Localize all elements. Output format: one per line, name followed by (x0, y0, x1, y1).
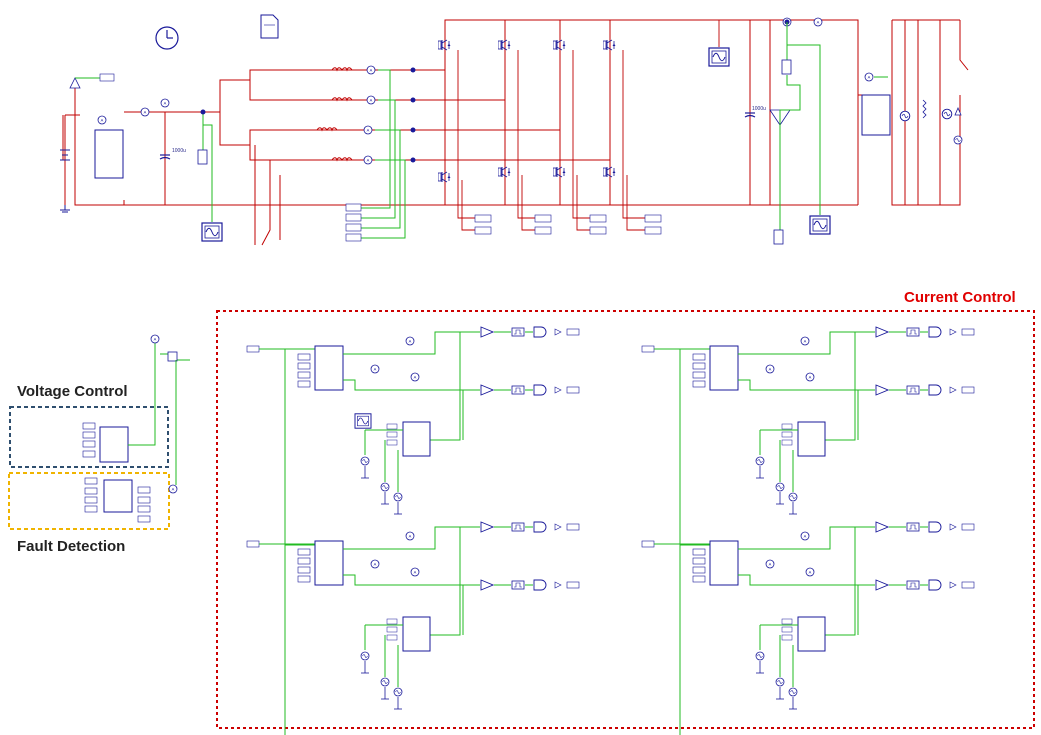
sine-source-icon (775, 482, 785, 492)
ammeter-icon (864, 72, 874, 82)
file-icon (260, 14, 279, 39)
sine-source-icon (380, 482, 390, 492)
scope-icon (809, 215, 831, 235)
current-controllers (246, 326, 975, 735)
fault-detection-panel (8, 472, 178, 530)
voltmeter-icon (410, 567, 420, 577)
voltmeter-icon (370, 364, 380, 374)
pi-controller-icon (511, 522, 525, 532)
signal-labels-left (345, 203, 362, 242)
comparator-icon (480, 384, 494, 396)
input-voltmeter (69, 73, 115, 89)
comparator-icon (480, 579, 494, 591)
comparator-icon (875, 521, 889, 533)
voltmeter-icon (813, 17, 823, 27)
voltmeter-icon (410, 372, 420, 382)
dc-link-capacitor: 1000u (744, 106, 766, 118)
comparator-icon (875, 579, 889, 591)
scope-icon (708, 47, 730, 67)
gate-labels (474, 214, 662, 235)
current-sensor-block (94, 98, 170, 179)
sine-source-icon (393, 687, 403, 697)
controller-cell-2 (246, 521, 580, 735)
scope-icon (354, 413, 372, 429)
sine-source-icon (360, 456, 370, 466)
voltmeter-icon (800, 531, 810, 541)
ammeter-icon (363, 65, 416, 165)
sine-source-icon (788, 687, 798, 697)
voltmeter-icon (800, 336, 810, 346)
voltage-control-label: Voltage Control (17, 383, 128, 400)
input-capacitor-value: 1000u (172, 148, 186, 154)
controller-cell-1 (246, 326, 580, 546)
and-gate-icon (928, 326, 942, 338)
sine-source-icon (380, 677, 390, 687)
and-gate-icon (928, 384, 942, 396)
comparator-icon (480, 521, 494, 533)
pi-controller-icon (511, 385, 525, 395)
and-gate-icon (928, 521, 942, 533)
dc-source (60, 149, 70, 161)
sine-source-icon (941, 108, 953, 120)
pi-controller-icon (906, 327, 920, 337)
and-gate-icon (533, 384, 547, 396)
sine-source-icon (360, 651, 370, 661)
voltmeter-icon (168, 484, 178, 494)
pi-controller-icon (511, 327, 525, 337)
sine-source-icon (788, 492, 798, 502)
voltmeter-icon (405, 531, 415, 541)
pi-controller-icon (511, 580, 525, 590)
voltmeter-icon (765, 364, 775, 374)
comparator-icon (875, 384, 889, 396)
voltmeter-icon (150, 334, 160, 344)
and-gate-icon (533, 326, 547, 338)
and-gate-icon (533, 579, 547, 591)
sine-source-icon (899, 110, 911, 122)
sine-source-icon (755, 456, 765, 466)
dc-link-capacitor-value: 1000u (752, 106, 766, 112)
power-stage: 1000u (60, 14, 969, 246)
pi-controller-icon (906, 385, 920, 395)
current-control-border (216, 310, 1035, 729)
and-gate-icon (533, 521, 547, 533)
pi-controller-icon (906, 580, 920, 590)
voltmeter-icon (765, 559, 775, 569)
pi-controller-icon (906, 522, 920, 532)
comparator-icon (480, 326, 494, 338)
igbt-icon (438, 39, 616, 183)
controller-cell-4 (641, 521, 975, 735)
inductor-icon (316, 67, 353, 161)
sine-source-icon (755, 651, 765, 661)
ground-icon (60, 205, 70, 213)
voltmeter-icon (805, 567, 815, 577)
fault-detection-label: Fault Detection (17, 538, 126, 555)
comparator-icon (875, 326, 889, 338)
current-control-label: Current Control (904, 289, 1016, 306)
voltmeter-icon (370, 559, 380, 569)
voltage-control-panel (9, 334, 190, 485)
sine-source-icon (393, 492, 403, 502)
clock-icon (155, 26, 179, 50)
scope-icon (201, 222, 223, 242)
controller-cell-3 (641, 326, 975, 546)
voltmeter-icon (805, 372, 815, 382)
sine-source-icon (775, 677, 785, 687)
capacitor-icon: 1000u (159, 148, 186, 160)
sine-source-icon (953, 135, 963, 145)
and-gate-icon (928, 579, 942, 591)
voltmeter-icon (405, 336, 415, 346)
